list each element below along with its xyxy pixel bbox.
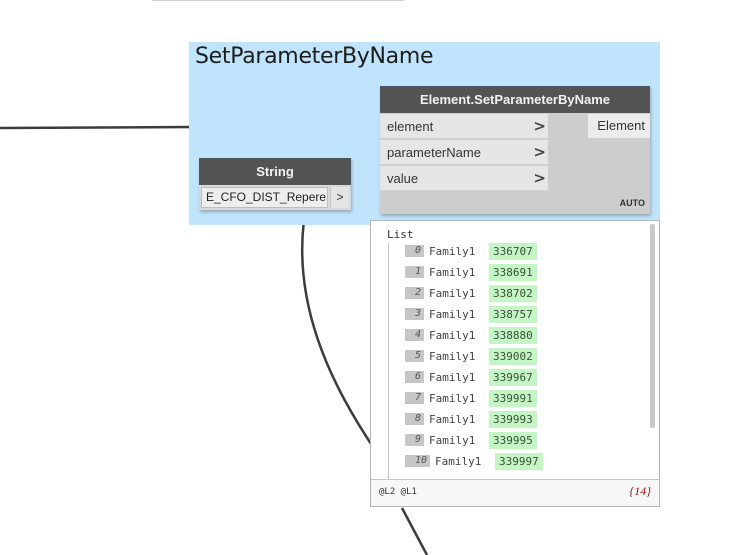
list-item: 5 Family1 339002 — [371, 346, 649, 367]
list-item-name: Family1 — [429, 413, 476, 426]
list-item: 0 Family1 336707 — [371, 241, 649, 262]
list-index: 7 — [405, 392, 424, 404]
group-title[interactable]: SetParameterByName — [195, 44, 434, 69]
chevron-right-icon: > — [533, 143, 546, 161]
item-count: {14} — [629, 484, 651, 498]
list-index: 0 — [405, 245, 424, 257]
list-item: 2 Family1 338702 — [371, 283, 649, 304]
list-index: 2 — [405, 287, 424, 299]
list-item-value: 339997 — [495, 453, 543, 470]
list-item-value: 339967 — [489, 369, 537, 386]
list-item: 6 Family1 339967 — [371, 367, 649, 388]
list-index: 1 — [405, 266, 424, 278]
port-label: value — [387, 171, 419, 186]
list-index: 5 — [405, 350, 424, 362]
string-node[interactable]: String E_CFO_DIST_Repere 1 > — [199, 158, 351, 210]
list-item-name: Family1 — [429, 434, 476, 447]
input-port-parameter-name[interactable]: parameterName > — [380, 140, 548, 165]
wire-value-source-tail[interactable] — [400, 507, 429, 555]
list-item-name: Family1 — [429, 371, 476, 384]
list-item-name: Family1 — [429, 266, 476, 279]
list-item-name: Family1 — [435, 455, 482, 468]
list-item-name: Family1 — [429, 308, 476, 321]
list-index: 10 — [405, 455, 430, 467]
list-item: 9 Family1 339995 — [371, 430, 649, 451]
input-port-element[interactable]: element > — [380, 114, 548, 139]
list-item-value: 339002 — [489, 348, 537, 365]
list-item: 1 Family1 338691 — [371, 262, 649, 283]
canvas-edge-line — [152, 0, 404, 1]
list-item: 4 Family1 338880 — [371, 325, 649, 346]
list-item-value: 339995 — [489, 432, 537, 449]
list-item-value: 336707 — [489, 243, 537, 260]
lacing-indicator[interactable]: AUTO — [619, 198, 645, 208]
list-item-value: 339991 — [489, 390, 537, 407]
input-port-value[interactable]: value > — [380, 166, 548, 191]
list-index: 6 — [405, 371, 424, 383]
preview-footer: @L2 @L1 {14} — [371, 479, 659, 506]
list-index: 3 — [405, 308, 424, 320]
list-index: 4 — [405, 329, 424, 341]
list-item-name: Family1 — [429, 329, 476, 342]
string-node-header[interactable]: String — [199, 158, 351, 185]
set-node-header[interactable]: Element.SetParameterByName — [380, 86, 650, 113]
list-index: 9 — [405, 434, 424, 446]
output-port-element[interactable]: Element — [588, 114, 650, 138]
list-levels[interactable]: @L2 @L1 — [379, 487, 417, 497]
list-item-value: 338757 — [489, 306, 537, 323]
tree-line — [388, 243, 389, 479]
string-value-field[interactable]: E_CFO_DIST_Repere 1 — [201, 187, 328, 208]
list-item-name: Family1 — [429, 350, 476, 363]
list-index: 8 — [405, 413, 424, 425]
list-item: 10 Family1 339997 — [371, 451, 649, 472]
port-label: parameterName — [387, 145, 481, 160]
list-item: 7 Family1 339991 — [371, 388, 649, 409]
list-item-name: Family1 — [429, 392, 476, 405]
port-label: element — [387, 119, 434, 134]
list-item-name: Family1 — [429, 245, 476, 258]
chevron-right-icon: > — [533, 117, 546, 135]
chevron-right-icon: > — [533, 169, 546, 187]
string-output-port[interactable]: > — [330, 187, 349, 208]
wire-value-source[interactable] — [300, 196, 377, 451]
list-item: 8 Family1 339993 — [371, 409, 649, 430]
list-item-name: Family1 — [429, 287, 476, 300]
set-parameter-node[interactable]: Element.SetParameterByName element > par… — [380, 86, 650, 214]
list-item-value: 338702 — [489, 285, 537, 302]
list-header: List — [387, 228, 414, 241]
list-item-value: 339993 — [489, 411, 537, 428]
preview-scrollbar-thumb[interactable] — [650, 224, 655, 428]
list-item: 3 Family1 338757 — [371, 304, 649, 325]
list-item-value: 338880 — [489, 327, 537, 344]
list-item-value: 338691 — [489, 264, 537, 281]
